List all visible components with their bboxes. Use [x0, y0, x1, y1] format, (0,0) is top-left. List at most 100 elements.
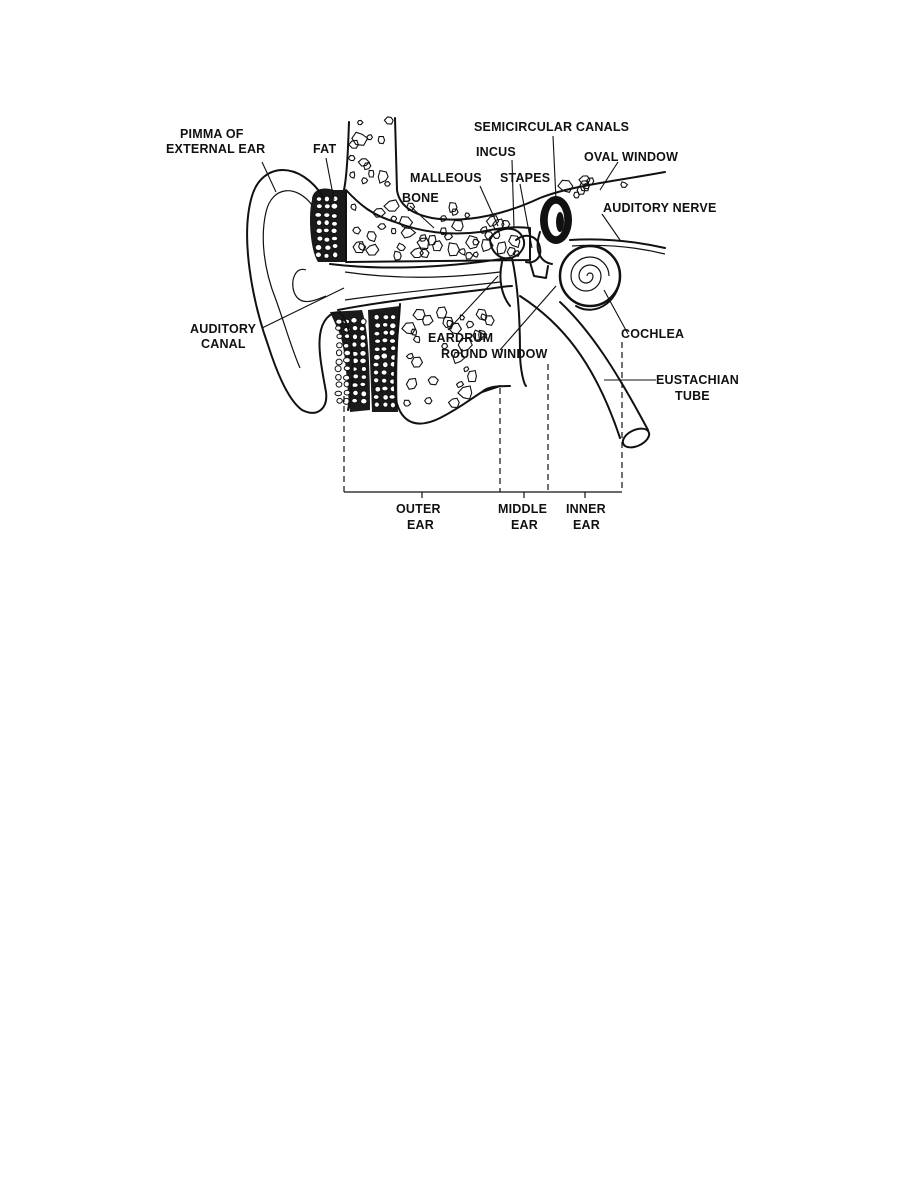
- bone-speck: [348, 139, 359, 149]
- bone-speck: [557, 179, 574, 193]
- bone-speck: [576, 185, 586, 195]
- fat-cell: [359, 381, 367, 388]
- auditory-nerve-2: [571, 244, 666, 255]
- fat-cell: [382, 329, 390, 336]
- fat-cell: [381, 337, 389, 344]
- bone-speck: [451, 219, 464, 232]
- auditory-nerve: [569, 238, 666, 249]
- fat-cell: [351, 397, 359, 404]
- bone-speck: [366, 231, 377, 243]
- bone-speck: [351, 131, 369, 146]
- fat-cell: [359, 357, 367, 365]
- bone-speck: [457, 248, 466, 256]
- fat-cell: [334, 365, 342, 373]
- fat-cell: [373, 353, 381, 361]
- fat-cell: [331, 243, 339, 249]
- label-auditory-canal-line2: CANAL: [201, 337, 246, 351]
- fat-cell: [388, 329, 396, 337]
- fat-cell: [315, 203, 323, 210]
- fat-cell: [330, 213, 338, 219]
- label-stapes: STAPES: [500, 171, 550, 185]
- bone-speck: [410, 356, 424, 368]
- bone-speck: [393, 250, 402, 261]
- fat-cell: [389, 314, 397, 321]
- fat-cell: [352, 373, 360, 380]
- skull-inner-wall: [394, 117, 666, 221]
- pinna-antihelix: [292, 268, 327, 303]
- fat-cell: [381, 377, 388, 384]
- fat-cell: [323, 203, 331, 210]
- fat-cell: [314, 212, 323, 218]
- bone-speck: [432, 240, 444, 252]
- fat-cell: [335, 381, 343, 388]
- bone-speck: [406, 202, 416, 212]
- bone-speck: [383, 181, 392, 187]
- bone-speck: [350, 203, 357, 212]
- bone-speck: [412, 308, 426, 321]
- fat-cell: [343, 343, 350, 349]
- label-eustachian-tube-line1: EUSTACHIAN: [656, 373, 739, 387]
- fat-cell: [382, 322, 389, 328]
- fat-cell: [381, 385, 389, 392]
- fat-cell: [343, 349, 352, 357]
- bone-speck: [439, 227, 447, 236]
- fat-cell: [373, 377, 380, 384]
- fat-cell: [373, 401, 380, 408]
- fat-cell: [372, 394, 380, 400]
- fat-cell: [323, 236, 331, 243]
- label-auditory-nerve: AUDITORY NERVE: [603, 201, 716, 215]
- bone-speck: [390, 215, 398, 222]
- fat-cell: [314, 244, 323, 251]
- ossicles: [489, 227, 549, 307]
- bone-speck: [410, 328, 418, 336]
- auditory-canal-inner2: [344, 281, 501, 301]
- pinna-helix-inner: [262, 190, 313, 369]
- fat-cell: [322, 227, 330, 234]
- fat-cell: [330, 202, 339, 210]
- fat-cell: [332, 251, 339, 259]
- fat-cell: [343, 365, 351, 372]
- bone-speck: [383, 116, 394, 125]
- label-pinna-line1: PIMMA OF: [180, 127, 244, 141]
- bone-speck: [484, 315, 495, 326]
- skin-wall: [323, 121, 350, 200]
- bone-speck: [506, 246, 517, 257]
- semicircular-canals: [536, 196, 572, 265]
- bone-speck: [448, 201, 458, 213]
- bone-speck: [418, 234, 427, 242]
- bone-speck: [383, 199, 400, 212]
- bone-speck: [465, 234, 480, 250]
- bone-speck: [347, 154, 356, 162]
- fat-cell: [374, 322, 382, 329]
- fat-cell: [359, 350, 367, 357]
- bone-speck: [396, 242, 406, 251]
- fat-cell: [388, 338, 397, 344]
- bone-speck: [419, 249, 430, 259]
- fat-cell: [382, 361, 389, 369]
- bone-speck: [436, 306, 448, 319]
- fat-cell: [350, 317, 358, 324]
- bone-speck: [457, 385, 473, 400]
- mastoid-bone: [393, 303, 511, 425]
- fat-cell: [335, 358, 343, 366]
- bone-speck: [463, 366, 470, 373]
- bone-speck: [403, 399, 412, 407]
- fat-cell: [335, 325, 342, 331]
- bone-speck: [439, 215, 448, 223]
- fat-cell: [374, 386, 382, 393]
- fat-cell: [335, 374, 342, 381]
- leader-lines: [261, 135, 656, 381]
- bone-speck: [496, 241, 507, 255]
- bone-speck: [357, 158, 371, 167]
- bone-speck: [464, 212, 471, 219]
- fat-cell: [316, 235, 324, 242]
- bone-speck: [478, 329, 488, 340]
- bone-speck: [361, 177, 369, 185]
- fat-cell: [358, 325, 366, 332]
- fat-cell: [343, 357, 351, 364]
- pinna-outline: [246, 169, 341, 414]
- bone-speck: [457, 337, 473, 352]
- fat-cell: [389, 401, 396, 409]
- ear-illustration: [246, 116, 666, 449]
- bone-speck: [366, 134, 374, 141]
